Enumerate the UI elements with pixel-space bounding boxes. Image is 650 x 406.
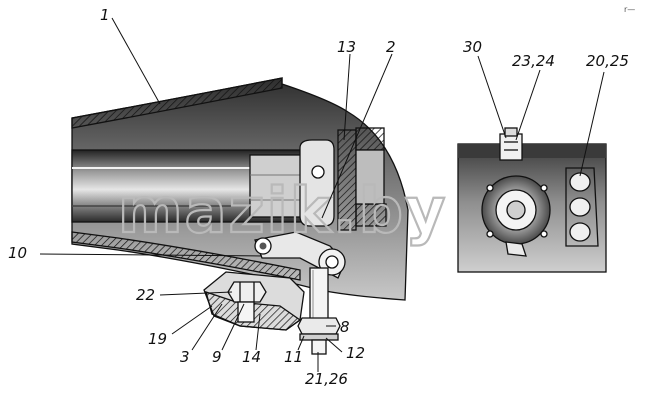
callout-12: 12 <box>346 344 365 362</box>
side-bolt-middle <box>569 197 591 217</box>
stud-9 <box>237 301 255 323</box>
callout-1: 1 <box>100 6 110 24</box>
hex-nut-22 <box>227 281 267 303</box>
clamp-bolt <box>311 165 325 179</box>
callout-22: 22 <box>136 286 155 304</box>
side-bolt-upper <box>569 172 591 192</box>
callout-13: 13 <box>337 38 356 56</box>
right-detail-view <box>457 127 607 273</box>
callout-20-25: 20,25 <box>586 52 629 70</box>
flange-collar <box>355 127 385 151</box>
callout-14: 14 <box>242 348 261 366</box>
callout-9: 9 <box>212 348 222 366</box>
fitting-30 <box>499 133 523 161</box>
callout-10: 10 <box>8 244 27 262</box>
callout-23-24: 23,24 <box>512 52 555 70</box>
callout-labels: 1 13 2 30 23,24 20,25 10 22 19 3 9 14 11… <box>8 5 635 388</box>
watermark-text: mazik.by <box>118 174 447 247</box>
left-assembly-view <box>71 77 409 355</box>
callout-21-26: 21,26 <box>305 370 348 388</box>
callout-3: 3 <box>180 348 190 366</box>
callout-8: 8 <box>340 318 350 336</box>
frame-lower-wall <box>71 231 301 281</box>
callout-19: 19 <box>148 330 167 348</box>
washer-12 <box>299 333 339 341</box>
tube-clamp <box>299 139 335 227</box>
corner-mark: r— <box>624 5 635 14</box>
callout-30: 30 <box>463 38 482 56</box>
leader-lines <box>39 17 605 372</box>
frame-upper-wall <box>71 77 283 129</box>
side-bolt-lower <box>569 222 591 242</box>
lower-hook <box>505 241 527 257</box>
callout-11: 11 <box>284 348 303 366</box>
bolt-end-21 <box>311 339 327 355</box>
callout-2: 2 <box>386 38 396 56</box>
